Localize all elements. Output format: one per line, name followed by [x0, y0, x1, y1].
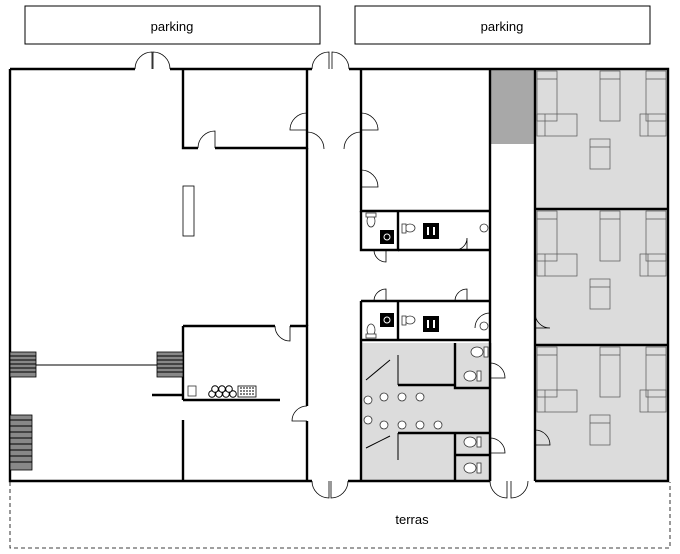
toilet-icon: [463, 462, 482, 474]
toilet-icon: [365, 212, 377, 228]
bed-icon: [536, 113, 578, 137]
toilet-fixtures: [365, 212, 489, 474]
restroom-signs: [380, 223, 439, 332]
bed-icon: [536, 389, 578, 413]
sink-icon: [415, 420, 425, 430]
parking-label-left: parking: [151, 19, 194, 34]
stair-block: [490, 69, 535, 144]
sink-icon: [363, 395, 373, 405]
terrace-area: terras: [9, 482, 671, 549]
restroom-sign-icon: [423, 316, 439, 332]
dormitory-rooms: [490, 69, 668, 481]
restroom-sign-icon: [423, 223, 439, 239]
bed-icon: [639, 253, 667, 277]
bed-icon: [645, 70, 667, 122]
wheelchair-icon: [380, 230, 394, 244]
bed-icon: [589, 138, 611, 170]
entrance-doors-bottom[interactable]: [311, 480, 529, 499]
sink-icon: [433, 420, 443, 430]
stairs-icon: [9, 351, 184, 471]
toilet-icon: [401, 223, 416, 234]
exterior-walls: [8, 67, 670, 483]
sink-icon: [379, 392, 389, 402]
sink-icon: [379, 420, 389, 430]
bed-icon: [536, 253, 578, 277]
bed-icon: [536, 346, 558, 398]
sink-icon: [479, 321, 489, 331]
bed-icon: [589, 278, 611, 310]
toilet-icon: [463, 436, 482, 448]
stove-burners: [187, 385, 257, 398]
entrance-doors-top[interactable]: [134, 51, 350, 70]
wheelchair-icon: [380, 313, 394, 327]
bed-icon: [536, 70, 558, 122]
sink-icon: [363, 415, 373, 425]
bed-icon: [645, 346, 667, 398]
bed-icon: [645, 210, 667, 262]
bed-icon: [639, 113, 667, 137]
interior-doors[interactable]: [197, 112, 551, 454]
bed-icon: [599, 210, 621, 262]
beds: [536, 70, 667, 446]
shower-block: [362, 343, 492, 481]
bed-icon: [639, 389, 667, 413]
parking-area-right: parking: [354, 5, 651, 45]
sink-icon: [397, 392, 407, 402]
bed-icon: [536, 210, 558, 262]
bed-icon: [599, 346, 621, 398]
sink-icon: [479, 223, 489, 233]
parking-label-right: parking: [481, 19, 524, 34]
terrace-label: terras: [395, 512, 429, 527]
bed-icon: [599, 70, 621, 122]
bed-icon: [589, 414, 611, 446]
sink-fixtures: [363, 223, 489, 430]
parking-area-left: parking: [24, 5, 321, 45]
toilet-icon: [401, 315, 416, 326]
sink-icon: [397, 420, 407, 430]
toilet-icon: [463, 370, 482, 382]
toilet-icon: [470, 346, 489, 358]
shower-heads: [365, 359, 391, 449]
sink-icon: [415, 392, 425, 402]
toilet-icon: [365, 323, 377, 339]
column: [182, 185, 195, 237]
